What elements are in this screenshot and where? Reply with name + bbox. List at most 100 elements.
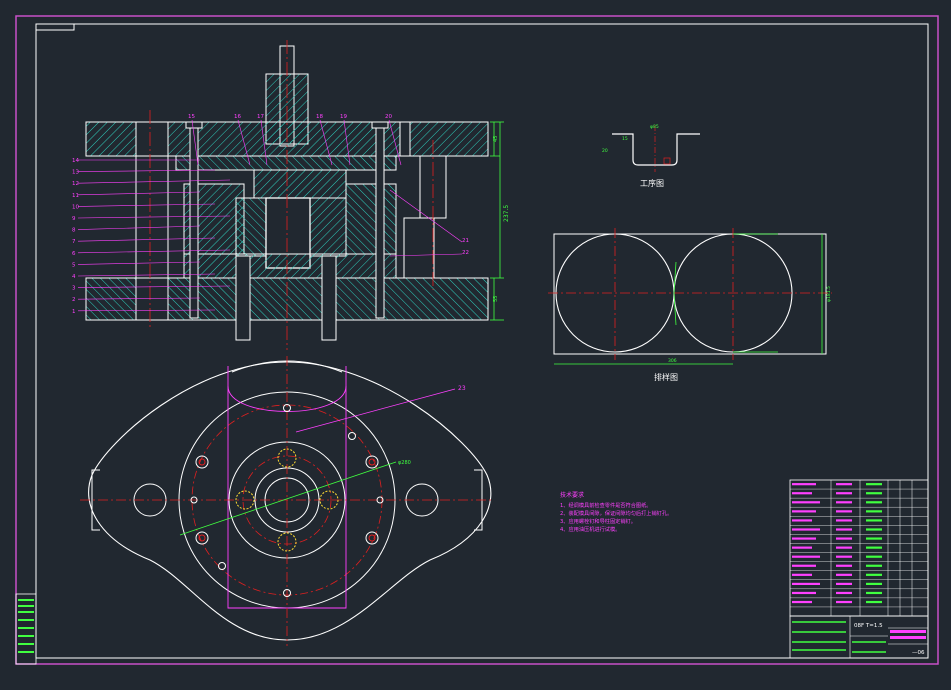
layout-dim-right: φ181.5 (826, 286, 832, 302)
callout-label: 4 (72, 274, 76, 280)
tech-title: 技术要求 (560, 491, 584, 499)
leader-line (77, 179, 231, 184)
leader-line (77, 297, 201, 300)
leader-line (77, 169, 216, 172)
parts-cell-material (866, 519, 882, 522)
parts-cell-qty (836, 600, 852, 604)
plan-view (80, 356, 494, 646)
process-dim-side: 15 (622, 136, 628, 142)
process-drawing (612, 125, 700, 172)
process-dim-top: φ85 (650, 124, 659, 130)
parts-cell-qty (836, 546, 852, 549)
leader-line (77, 273, 216, 277)
leader-line (389, 189, 463, 243)
parts-cell-material (866, 573, 882, 576)
parts-cell-material (866, 492, 882, 495)
callout-label: 2 (72, 297, 76, 303)
callout-label: 10 (72, 204, 79, 210)
parts-cell-name (792, 510, 816, 513)
callout-label: 1 (72, 309, 76, 315)
title-drawing-no: —06 (912, 650, 925, 656)
callout-label: 15 (188, 114, 195, 120)
leader-line (319, 119, 333, 166)
parts-cell-name (792, 501, 820, 504)
dim-height-upper: 45 (493, 136, 499, 142)
parts-cell-qty (836, 537, 852, 540)
parts-cell-qty (836, 582, 852, 585)
callout-label: 7 (72, 239, 76, 245)
parts-cell-material (866, 510, 882, 513)
leader-line (389, 253, 463, 257)
parts-cell-qty (836, 591, 852, 595)
callout-label: 20 (385, 114, 392, 120)
corner-tab (36, 24, 75, 31)
callout-label: 16 (234, 114, 241, 120)
parts-cell-name (792, 564, 816, 567)
inner-frame (35, 23, 929, 659)
parts-cell-name (792, 537, 816, 540)
parts-cell-qty (836, 492, 852, 495)
process-dim-left: 20 (602, 148, 608, 154)
dim-height-total: 237.5 (503, 205, 510, 222)
callout-label: 6 (72, 251, 76, 257)
parts-cell-name (792, 591, 816, 595)
tech-note-line: 3、应用螺栓钉和导柱固定销钉。 (560, 517, 636, 525)
leader-line (77, 249, 231, 254)
leader-line (77, 309, 216, 312)
leader-line (77, 191, 201, 196)
leader-line (77, 215, 231, 219)
parts-cell-name (792, 483, 816, 486)
parts-cell-name (792, 582, 820, 585)
plan-callout-23: 23 (458, 385, 466, 392)
right-callouts: 21 22 (389, 189, 469, 257)
callout-label: 22 (462, 250, 469, 256)
top-callouts: 15 16 17 18 19 20 (188, 114, 402, 166)
callout-label: 14 (72, 158, 79, 164)
callout-label: 11 (72, 193, 79, 199)
left-revision-strip (15, 593, 37, 665)
layout-title: 排样图 (654, 372, 678, 382)
callout-label: 5 (72, 262, 76, 268)
parts-cell-qty (836, 573, 852, 576)
leader-line (77, 203, 216, 207)
parts-cell-material (866, 483, 882, 486)
leader-line (77, 225, 201, 230)
callout-label: 8 (72, 228, 76, 234)
leader-line (77, 261, 201, 265)
parts-cell-material (866, 591, 882, 595)
callout-label: 19 (340, 114, 347, 120)
callout-label: 9 (72, 216, 76, 222)
parts-cell-qty (836, 564, 852, 567)
parts-cell-material (866, 600, 882, 604)
tech-notes: 1、经调模具前检查零件是否符合图纸。2、装配模具间隙，保证间隙均匀后打上销钉孔。… (560, 501, 672, 533)
parts-cell-name (792, 600, 812, 604)
leader-line (388, 119, 402, 166)
callout-label: 21 (462, 238, 469, 244)
parts-cell-qty (836, 519, 852, 522)
parts-cell-name (792, 492, 812, 495)
parts-cell-material (866, 564, 882, 567)
bolt-circle-dim: φ280 (398, 460, 411, 466)
leader-line (260, 119, 268, 166)
callout-label: 18 (316, 114, 323, 120)
leader-line (77, 285, 231, 288)
parts-cell-material (866, 546, 882, 549)
parts-cell-material (866, 501, 882, 504)
leader-line (343, 119, 351, 166)
callout-label: 13 (72, 170, 79, 176)
parts-list (789, 479, 929, 617)
parts-cell-material (866, 555, 882, 558)
parts-cell-qty (836, 501, 852, 504)
leader-line (191, 119, 199, 166)
parts-cell-qty (836, 510, 852, 513)
parts-cell-name (792, 528, 820, 531)
tech-note-line: 1、经调模具前检查零件是否符合图纸。 (560, 501, 652, 509)
leader-line (237, 119, 251, 166)
callout-label: 17 (257, 114, 264, 120)
tech-note-line: 2、装配模具间隙，保证间隙均匀后打上销钉孔。 (560, 509, 672, 517)
parts-cell-qty (836, 528, 852, 531)
layout-dim-bottom: 306 (668, 358, 677, 364)
section-view (85, 40, 504, 350)
